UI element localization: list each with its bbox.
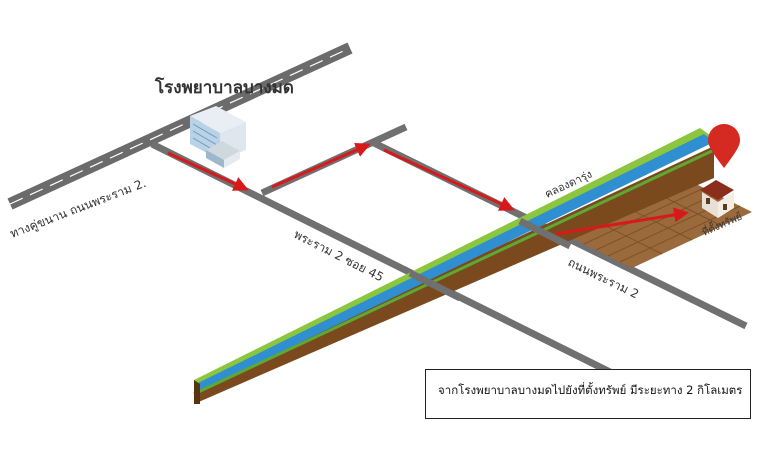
- location-pin-icon: [708, 124, 740, 168]
- canal: [193, 128, 715, 404]
- route-arrow-1: [167, 151, 249, 191]
- hospital-building-icon: [190, 106, 246, 168]
- frontage-road: [7, 42, 353, 210]
- route-arrow-3: [383, 148, 515, 211]
- route-arrows: [167, 142, 689, 236]
- hospital-label: โรงพยาบาลบางมด: [154, 77, 294, 98]
- distance-note-box: จากโรงพยาบาลบางมดไปยังที่ตั้งทรัพย์ มีระ…: [425, 369, 751, 419]
- route-arrow-4: [555, 207, 689, 236]
- route-arrow-2: [271, 142, 371, 189]
- distance-note: จากโรงพยาบาลบางมดไปยังที่ตั้งทรัพย์ มีระ…: [438, 383, 743, 397]
- house-icon: [700, 180, 734, 218]
- frontage-road-label: ทางคู่ขนาน ถนนพระราม 2.: [8, 176, 148, 242]
